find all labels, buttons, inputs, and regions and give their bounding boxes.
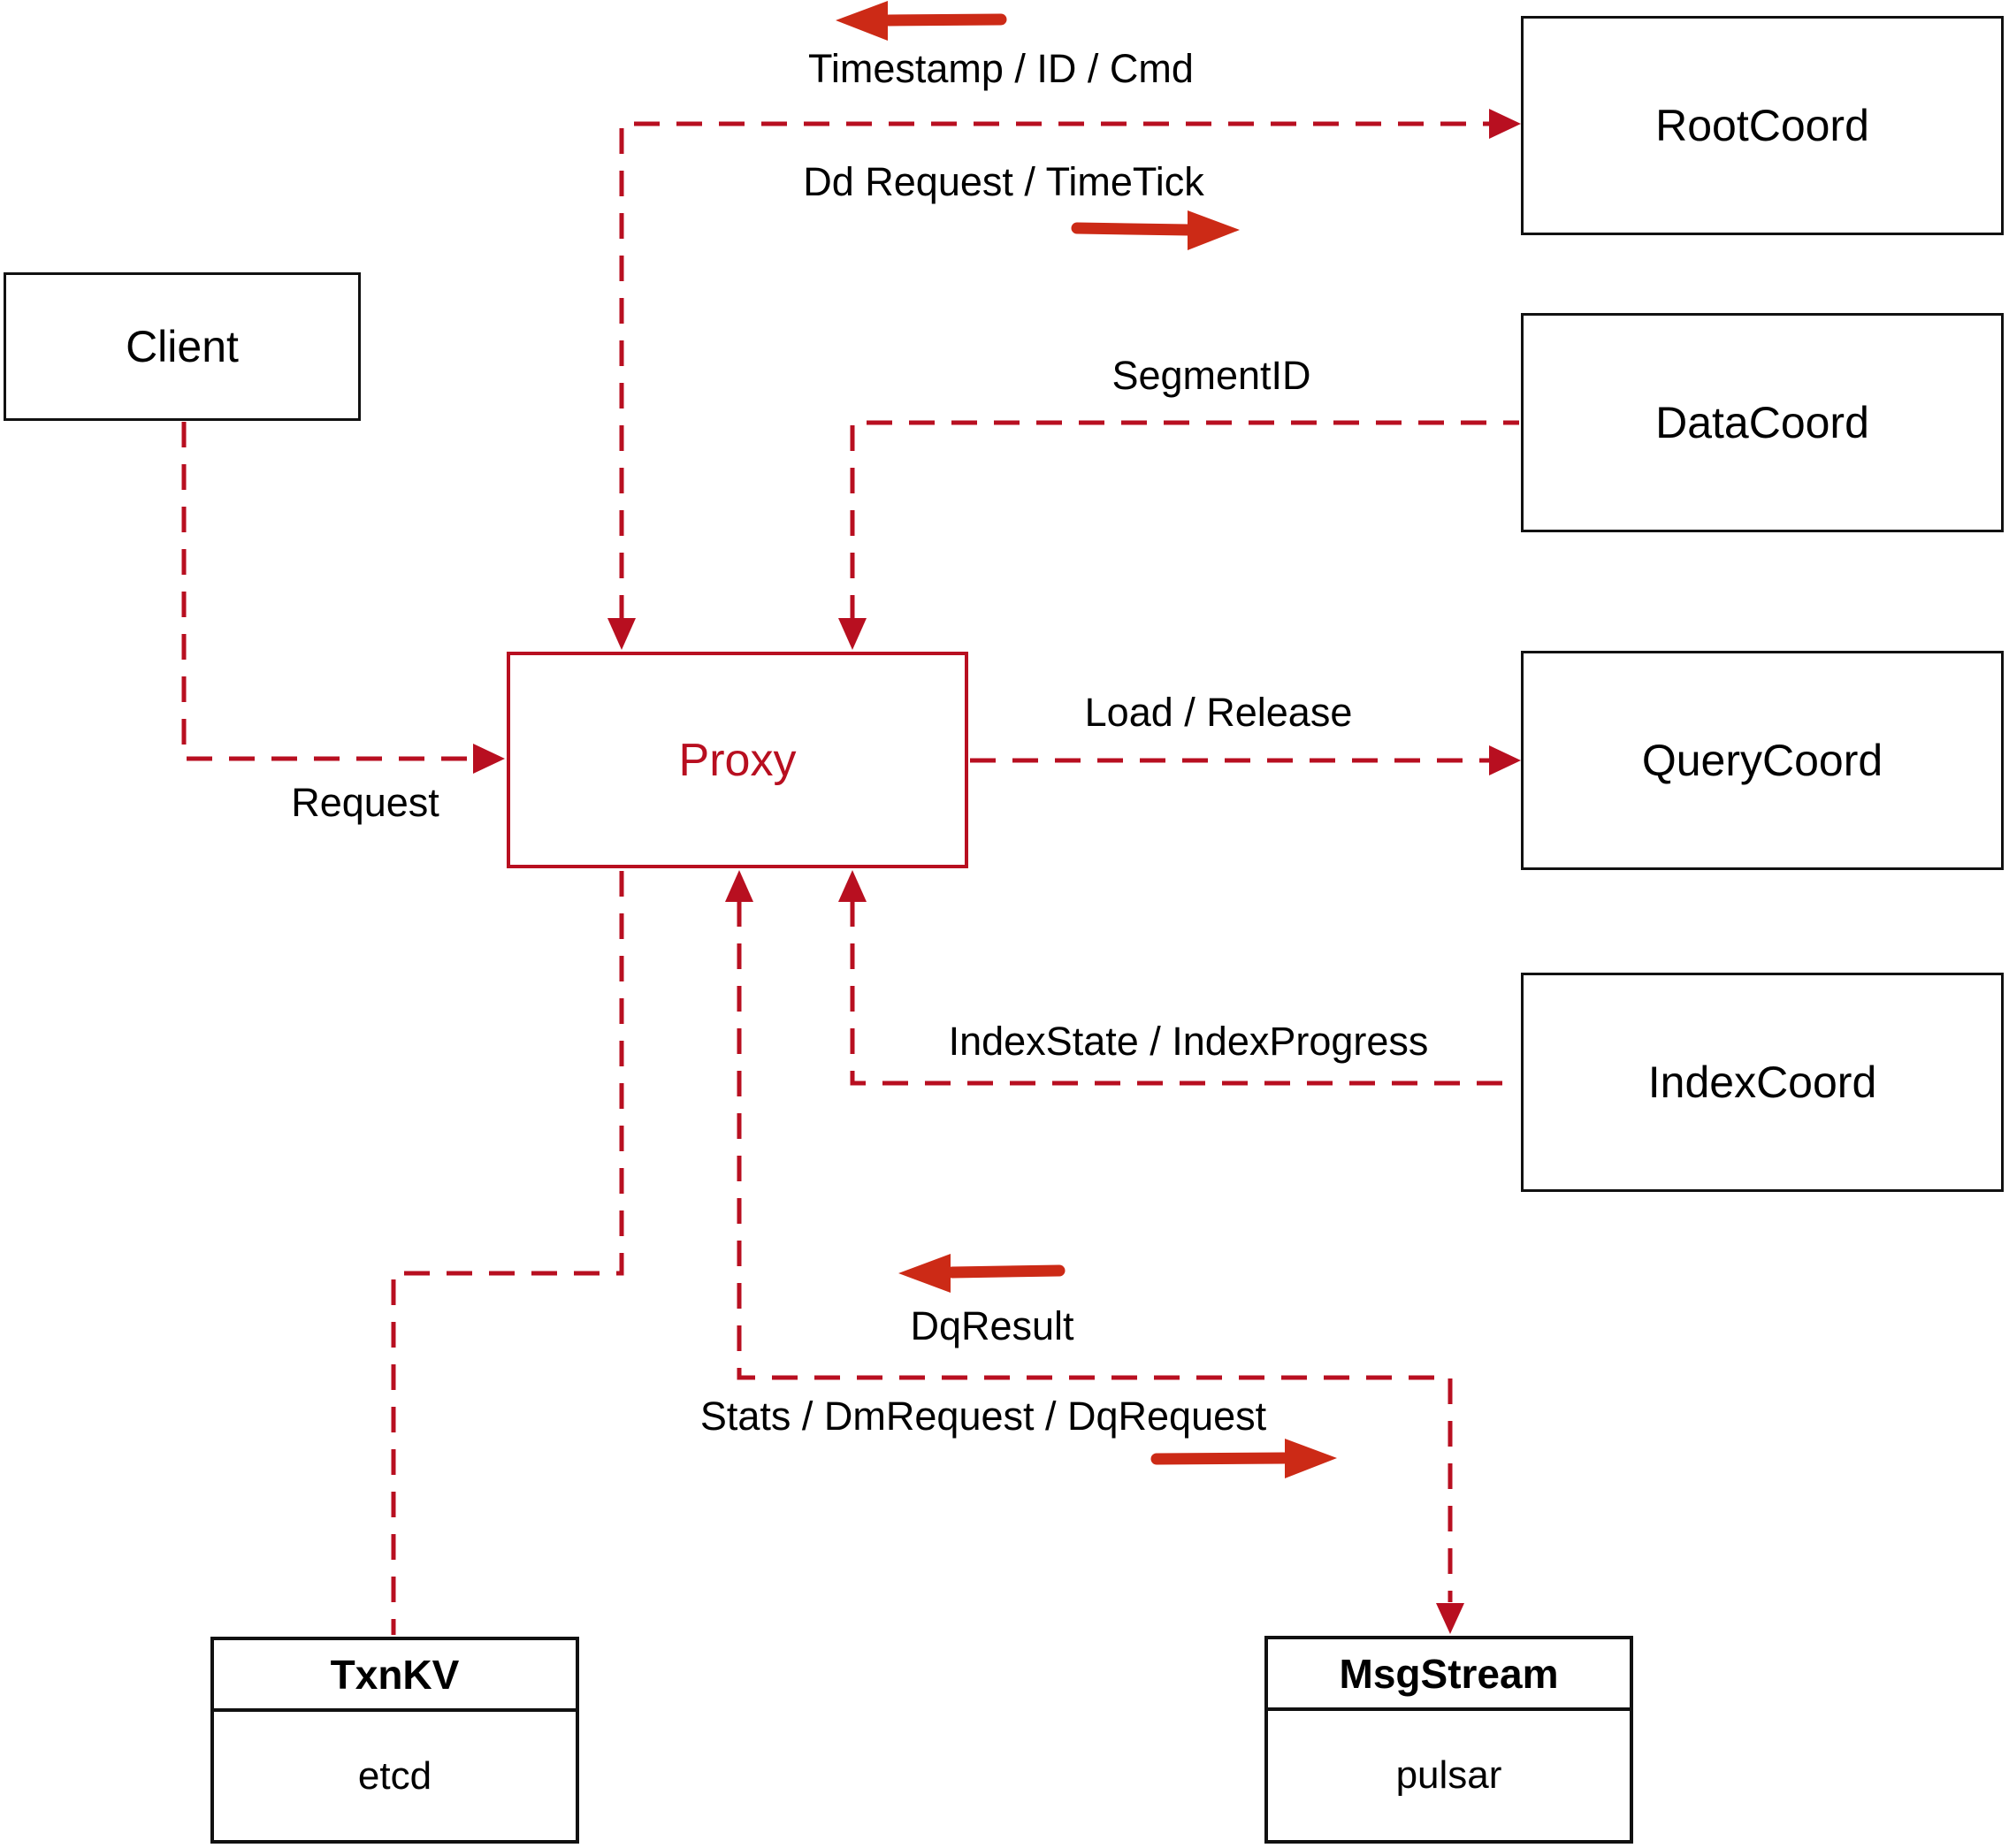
arrowhead-into-proxy-top-right-icon	[838, 618, 867, 650]
node-indexcoord-label: IndexCoord	[1647, 1058, 1877, 1107]
edge-datacoord-proxy	[838, 420, 1519, 650]
node-datacoord-label: DataCoord	[1655, 398, 1869, 447]
node-indexcoord: IndexCoord	[1521, 973, 2004, 1192]
edge-label-timestamp-id-cmd: Timestamp / ID / Cmd	[808, 46, 1194, 91]
edge-proxy-querycoord	[970, 745, 1521, 775]
edge-label-stats-dm-request-dq-request: Stats / DmRequest / DqRequest	[699, 1394, 1267, 1439]
node-rootcoord-label: RootCoord	[1655, 101, 1869, 150]
arrowhead-into-proxy-bottom-right-icon	[838, 870, 867, 902]
node-msgstream-impl: pulsar	[1395, 1753, 1502, 1797]
direction-arrow-proxy-to-rootcoord-icon	[1071, 210, 1240, 250]
node-client: Client	[4, 272, 361, 421]
node-proxy-label: Proxy	[678, 734, 797, 786]
edge-label-segment-id: SegmentID	[1111, 353, 1311, 398]
edge-label-request: Request	[291, 780, 439, 825]
edge-proxy-msgstream	[725, 870, 1464, 1634]
arrowhead-into-proxy-top-left-icon	[607, 618, 636, 650]
arrowhead-into-msgstream-icon	[1436, 1603, 1464, 1634]
node-querycoord-label: QueryCoord	[1641, 736, 1883, 785]
node-proxy: Proxy	[507, 652, 968, 868]
node-txnkv: TxnKV etcd	[210, 1637, 579, 1844]
edge-client-proxy	[181, 422, 505, 774]
edge-label-index-state-index-progress: IndexState / IndexProgress	[948, 1019, 1429, 1064]
arrowhead-into-rootcoord-icon	[1489, 109, 1521, 139]
node-datacoord: DataCoord	[1521, 313, 2004, 532]
edge-label-load-release: Load / Release	[1084, 690, 1353, 735]
node-querycoord: QueryCoord	[1521, 651, 2004, 870]
node-txnkv-impl: etcd	[357, 1753, 432, 1798]
node-rootcoord: RootCoord	[1521, 16, 2004, 235]
direction-arrow-proxy-to-msgstream-icon	[1150, 1439, 1337, 1478]
arrowhead-into-proxy-bottom-left-icon	[725, 870, 753, 902]
arrowhead-into-proxy-left-icon	[473, 744, 505, 774]
direction-arrow-rootcoord-to-proxy-icon	[836, 1, 1007, 41]
edge-label-dd-request-timetick: Dd Request / TimeTick	[803, 159, 1204, 204]
node-txnkv-title: TxnKV	[214, 1640, 576, 1712]
arrowhead-into-querycoord-icon	[1489, 745, 1521, 775]
direction-arrow-msgstream-to-proxy-icon	[898, 1254, 1066, 1293]
node-msgstream-title: MsgStream	[1268, 1639, 1630, 1711]
edge-proxy-txnkv	[391, 871, 624, 1635]
node-client-label: Client	[126, 322, 239, 371]
edge-label-dq-result: DqResult	[910, 1303, 1074, 1348]
node-msgstream: MsgStream pulsar	[1264, 1636, 1633, 1844]
